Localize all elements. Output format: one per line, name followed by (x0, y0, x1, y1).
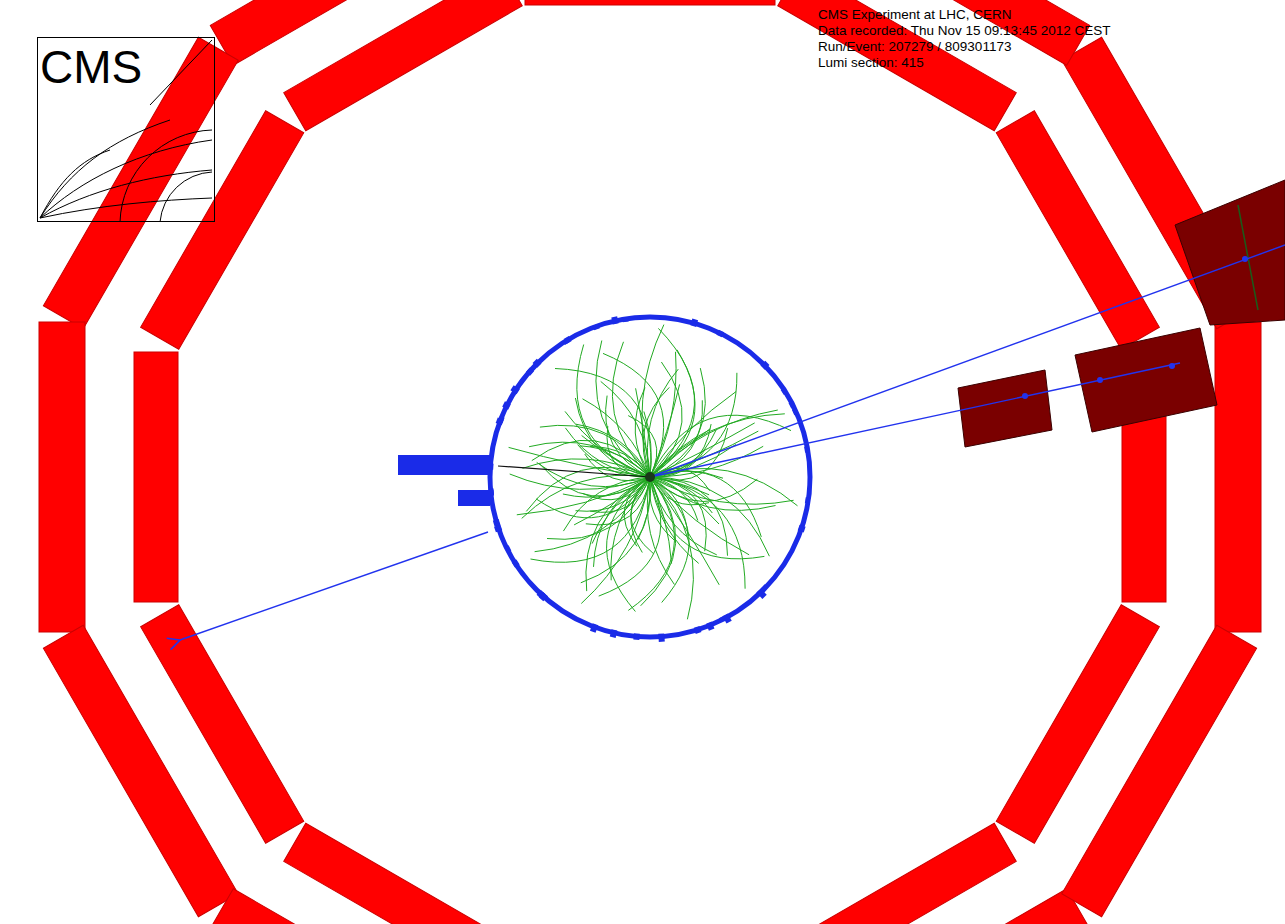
jet-line (498, 466, 650, 477)
ecal-hit (622, 318, 629, 323)
track (650, 468, 798, 505)
track (650, 477, 719, 585)
vertex (645, 472, 655, 482)
ecal-hit (694, 626, 702, 634)
muon-chamber (778, 823, 1017, 924)
ecal-hit (798, 525, 806, 533)
ecal-hits (484, 316, 809, 642)
track (577, 345, 650, 478)
muon-chamber (284, 0, 523, 131)
muon-chamber (525, 0, 775, 5)
hcal-tower (398, 455, 490, 475)
track (650, 477, 689, 603)
ecal-ring (490, 317, 810, 637)
event-info: CMS Experiment at LHC, CERNData recorded… (818, 7, 1110, 71)
track (607, 426, 650, 477)
track (650, 477, 698, 521)
ecal-hit (533, 359, 542, 368)
track (540, 425, 650, 477)
track (650, 423, 755, 477)
event-label: Data recorded: Thu Nov 15 09:13:45 2012 … (818, 23, 1110, 39)
ecal-hit (658, 633, 665, 642)
ecal-hit (540, 592, 548, 600)
ecal-hit (756, 588, 766, 599)
ecal-hit (510, 385, 519, 394)
ecal-hit (611, 316, 618, 324)
ecal-hit (593, 324, 600, 331)
ecal-hit (610, 629, 618, 638)
track (594, 477, 651, 567)
track (531, 477, 651, 562)
ecal-hit (792, 408, 798, 415)
muon-chamber (43, 625, 238, 916)
ecal-hit (539, 592, 548, 601)
track (582, 436, 650, 478)
ecal-hit (804, 446, 809, 453)
muon-chamber (210, 0, 501, 65)
ecal-hit (494, 524, 502, 532)
ecal-hit (706, 621, 714, 630)
track (596, 341, 650, 478)
track (586, 477, 650, 591)
ecal-hit (690, 319, 698, 327)
ecal-hit (563, 339, 570, 345)
ecal-hit (526, 367, 534, 375)
muon-chambers (39, 0, 1261, 924)
ecal-hit (719, 615, 726, 621)
track (644, 412, 651, 478)
track (650, 477, 769, 556)
track (650, 328, 695, 477)
muon-tracks (180, 245, 1285, 640)
ecal-hit (805, 497, 810, 504)
segment (1238, 205, 1258, 310)
ecal-hit (781, 388, 787, 395)
ecal-hit (512, 560, 520, 568)
track (601, 381, 650, 477)
muon-chamber (134, 352, 178, 602)
muon-chamber (1215, 322, 1261, 632)
tracker-tracks (509, 325, 798, 620)
muon-chamber (1062, 625, 1257, 916)
ecal-hit (716, 330, 724, 338)
muon-hits (958, 180, 1285, 447)
logo-text: CMS (40, 42, 142, 92)
muon-chamber (210, 889, 501, 924)
logo-tracks (40, 40, 212, 222)
muon-chamber (39, 322, 85, 632)
track (612, 342, 650, 477)
ecal-hit (590, 623, 598, 633)
muon-chamber (798, 889, 1089, 924)
track (650, 477, 745, 589)
track (647, 477, 674, 585)
track (628, 416, 657, 477)
ecal-hit (502, 401, 511, 409)
ecal-hit (789, 401, 796, 408)
muon-hit-dots (1022, 256, 1248, 399)
ecal-hit (760, 361, 769, 370)
track (635, 388, 650, 477)
logo-box: CMS (37, 37, 215, 222)
track (650, 400, 703, 477)
track (647, 369, 678, 477)
event-label: Run/Event: 207279 / 809301173 (818, 39, 1110, 55)
track (517, 477, 650, 515)
ecal-hit (633, 633, 640, 640)
track (603, 353, 664, 477)
ecal-hit (496, 417, 504, 425)
hcal-tower (458, 490, 490, 506)
track (536, 477, 650, 518)
ecal-hit (505, 545, 511, 552)
event-label: CMS Experiment at LHC, CERN (818, 7, 1110, 23)
track (650, 477, 776, 510)
muon-chamber (284, 823, 523, 924)
event-label: Lumi section: 415 (818, 55, 1110, 71)
